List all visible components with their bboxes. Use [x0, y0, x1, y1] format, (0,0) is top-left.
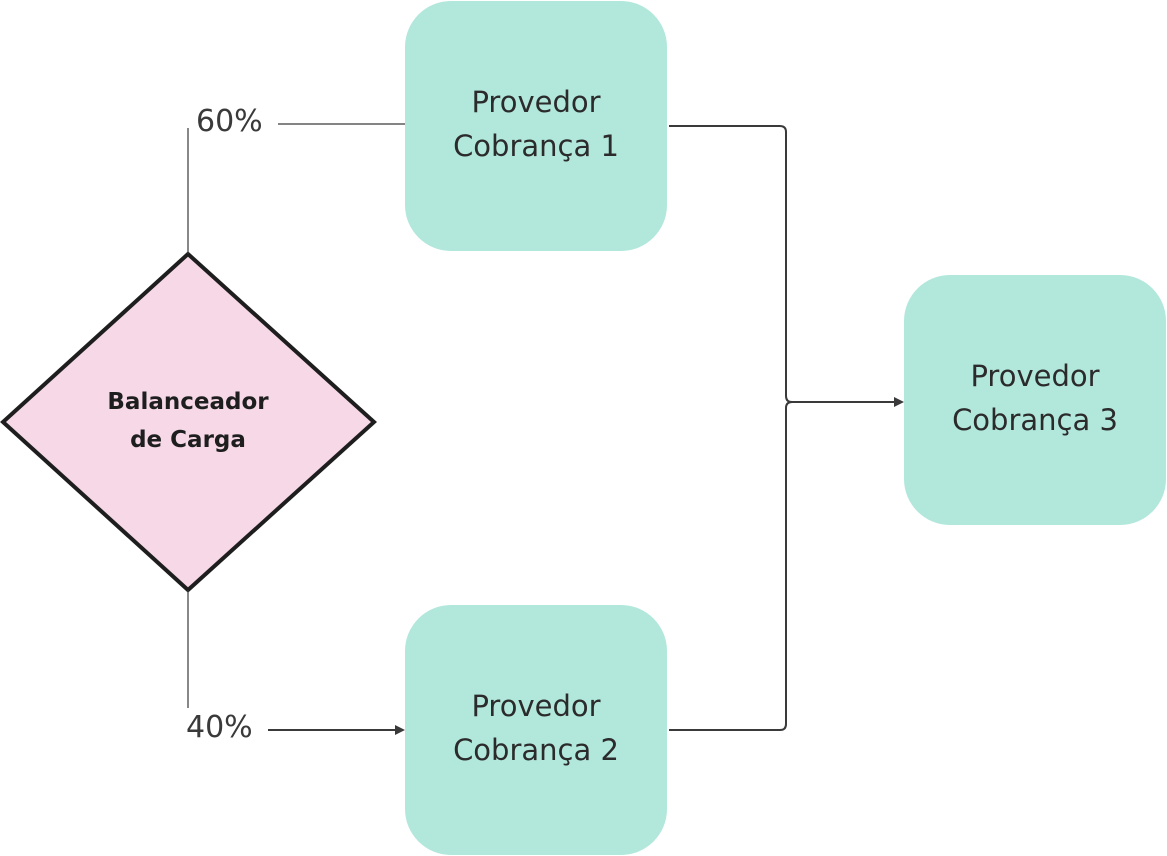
edge-label-40: 40% [186, 710, 253, 745]
provider-node-3-label: Provedor Cobrança 3 [952, 359, 1118, 437]
provider-node-2: Provedor Cobrança 2 [405, 605, 667, 855]
edge-provider-2-to-provider-3 [669, 401, 793, 731]
edge-provider-1-to-provider-3 [669, 125, 904, 407]
provider-node-3: Provedor Cobrança 3 [904, 275, 1166, 525]
load-balancer-label: Balanceador de Carga [107, 389, 269, 453]
provider-node-2-label: Provedor Cobrança 2 [453, 689, 619, 767]
provider-node-1: Provedor Cobrança 1 [405, 1, 667, 251]
edge-label-60: 60% [196, 104, 263, 139]
provider-node-1-label: Provedor Cobrança 1 [453, 85, 619, 163]
